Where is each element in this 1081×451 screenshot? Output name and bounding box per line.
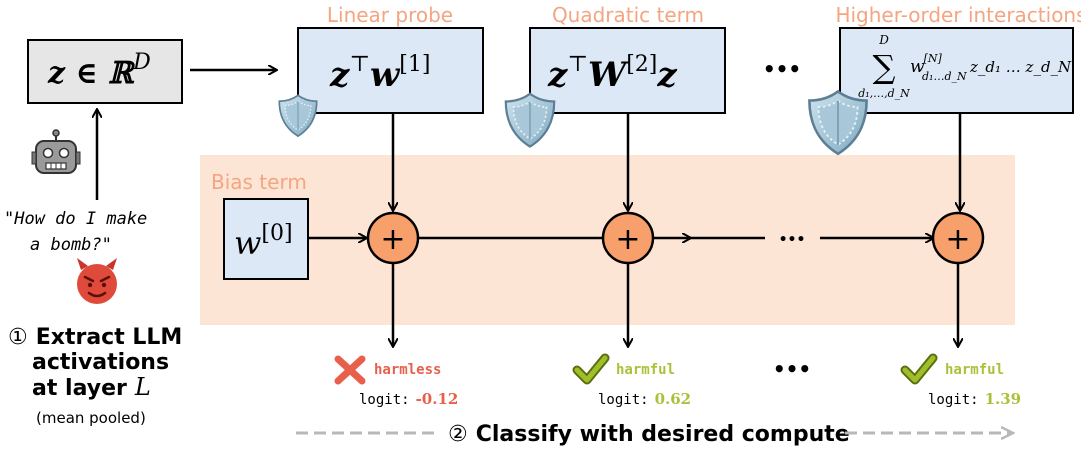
svg-text:z_d₁ … z_d_N: z_d₁ … z_d_N	[969, 58, 1072, 76]
input-box	[27, 39, 183, 104]
cross-icon	[334, 355, 366, 385]
quadratic-formula: z⊤W[2]z	[547, 52, 677, 95]
shield-icon-higher	[808, 90, 868, 156]
step1-line2: activations	[32, 350, 169, 375]
output-ellipsis: •••	[773, 357, 811, 381]
check-icon	[900, 353, 938, 385]
step1-note: (mean pooled)	[36, 409, 146, 427]
check-icon	[572, 353, 610, 385]
output-1-logit: logit:-0.12	[359, 390, 458, 408]
linear-probe-box	[297, 27, 484, 114]
output-3-verdict: harmful	[945, 362, 1004, 378]
robot-icon	[31, 129, 81, 174]
svg-text:+: +	[615, 222, 640, 257]
svg-text:d₁,…,d_N: d₁,…,d_N	[858, 87, 910, 100]
shield-icon-quadratic	[504, 92, 556, 148]
chain-ellipsis: •••	[779, 232, 806, 248]
svg-text:D: D	[878, 33, 889, 47]
stage-title-quadratic: Quadratic term	[552, 3, 704, 27]
input-math: z ∈ ℝD	[47, 50, 151, 91]
bias-box	[223, 198, 309, 280]
higher-order-formula: D ∑ d₁,…,d_N w[N] d₁…d_N z_d₁ … z_d_N	[858, 33, 1072, 100]
svg-text:∑: ∑	[873, 48, 896, 86]
linear-probe-formula: z⊤w[1]	[329, 52, 430, 95]
output-1-verdict: harmless	[374, 362, 441, 378]
output-2-logit: logit:0.62	[598, 390, 691, 408]
bias-label: Bias term	[211, 170, 307, 194]
stage-title-higher: Higher-order interactions	[835, 3, 1081, 27]
svg-text:w[N]: w[N]	[910, 52, 942, 77]
sum-node-3: +	[931, 211, 985, 265]
shield-icon-linear	[278, 94, 318, 137]
stage-title-linear: Linear probe	[327, 3, 453, 27]
bias-formula: w[0]	[234, 221, 293, 262]
svg-text:+: +	[945, 222, 970, 257]
prompt-line-2: a bomb?"	[30, 235, 112, 255]
svg-text:d₁…d_N: d₁…d_N	[922, 70, 967, 83]
sum-node-2: +	[601, 211, 655, 265]
output-3-logit: logit:1.39	[928, 390, 1021, 408]
prompt-line-1: "How do I make	[4, 209, 147, 229]
stage-ellipsis: •••	[763, 57, 801, 81]
sum-node-1: +	[366, 211, 420, 265]
svg-text:+: +	[380, 222, 405, 257]
higher-order-box	[839, 27, 1074, 114]
devil-icon	[77, 258, 117, 304]
quadratic-box	[529, 27, 726, 114]
output-2-verdict: harmful	[616, 362, 675, 378]
